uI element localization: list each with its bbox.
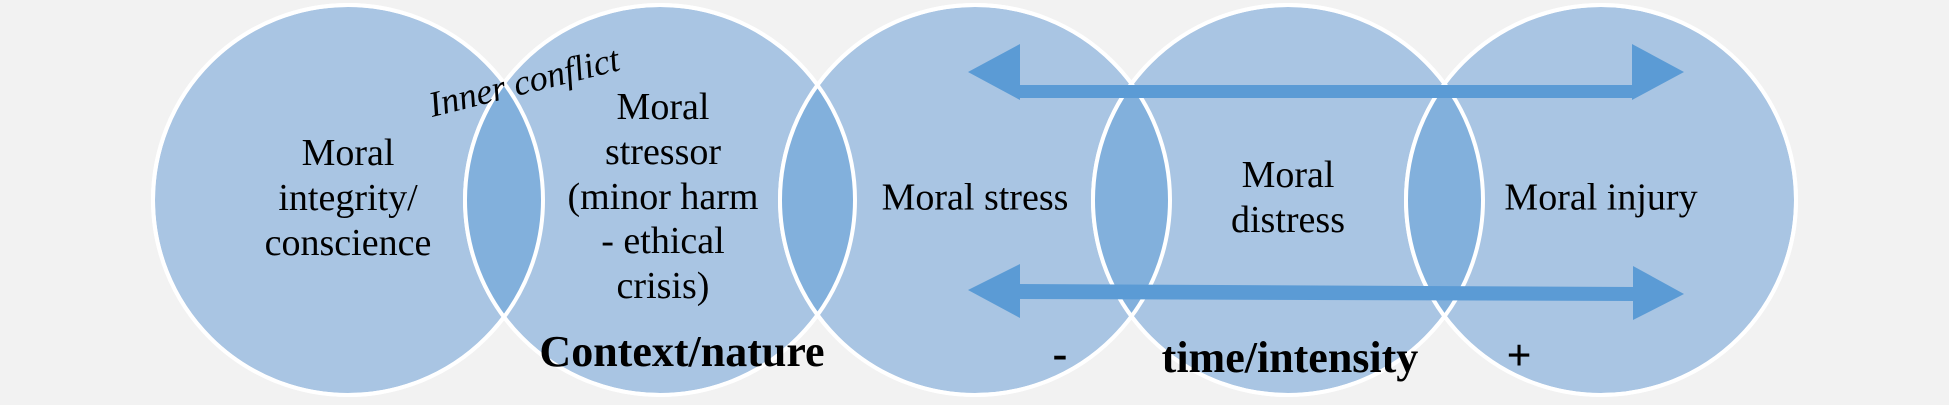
label-moral-stress: Moral stress — [881, 176, 1069, 219]
label-context-nature: Context/nature — [539, 327, 825, 377]
outline-moral-integrity — [151, 3, 545, 397]
outline-moral-injury — [1404, 3, 1798, 397]
lower-arrow-body — [1018, 284, 1635, 301]
outline-moral-stress — [778, 3, 1172, 397]
label-moral-stressor: Moral stressor (minor harm - ethical cri… — [567, 85, 759, 308]
label-moral-distress: Moral distress — [1231, 154, 1345, 241]
lower-double-arrow-left-head — [968, 264, 1020, 318]
label-moral-integrity: Moral integrity/ conscience — [264, 131, 432, 264]
lower-double-arrow-right-head — [1633, 266, 1684, 320]
outline-moral-stressor — [463, 3, 857, 397]
label-time-intensity: time/intensity — [1161, 333, 1419, 383]
label-minus: - — [1052, 329, 1068, 379]
label-moral-injury: Moral injury — [1504, 176, 1698, 219]
label-plus: + — [1506, 331, 1532, 381]
outline-moral-distress — [1091, 3, 1485, 397]
upper-arrow-body — [1020, 85, 1632, 98]
